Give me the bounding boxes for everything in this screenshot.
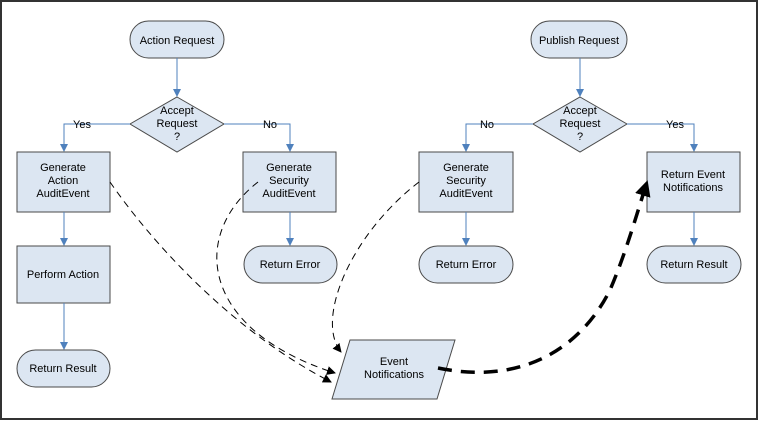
return-event-line-1: Return Event (661, 169, 725, 181)
return-error-right-label: Return Error (436, 259, 497, 271)
accept-request-decision-left: Accept Request ? (129, 96, 225, 153)
gen-sec-left-line-1: Generate (266, 162, 312, 174)
yes-label-left: Yes (73, 119, 91, 131)
generate-security-auditevent-left-node: Generate Security AuditEvent (242, 151, 337, 213)
gen-sec-right-line-2: Security (446, 175, 486, 187)
yes-label-right: Yes (666, 119, 684, 131)
decision-line-3: ? (174, 131, 180, 143)
arrow-yes-right (627, 123, 698, 152)
return-error-right-node: Return Error (418, 245, 514, 284)
decision-right-line-3: ? (577, 131, 583, 143)
return-result-left-node: Return Result (16, 349, 111, 388)
action-request-node: Action Request (129, 20, 225, 59)
publish-request-node: Publish Request (530, 20, 628, 59)
dashed-arrow-security-left-to-notifications (216, 181, 336, 375)
event-notifications-line-2: Notifications (364, 369, 424, 381)
decision-right-line-1: Accept (563, 105, 597, 117)
gen-action-line-1: Generate (40, 162, 86, 174)
return-result-left-label: Return Result (29, 363, 96, 375)
perform-action-label: Perform Action (27, 269, 99, 281)
action-request-label: Action Request (140, 35, 215, 47)
arrow-no-left (224, 123, 294, 152)
bold-dashed-arrow-notifications-to-return-event (437, 180, 651, 374)
return-error-left-label: Return Error (260, 259, 321, 271)
gen-sec-right-line-1: Generate (443, 162, 489, 174)
gen-sec-right-line-3: AuditEvent (439, 188, 492, 200)
generate-action-auditevent-node: Generate Action AuditEvent (16, 151, 111, 213)
gen-sec-left-line-3: AuditEvent (262, 188, 315, 200)
arrow-yes-left (60, 123, 130, 152)
decision-right-line-2: Request (560, 118, 601, 130)
dashed-arrow-action-audit-to-notifications (109, 181, 332, 383)
gen-action-line-3: AuditEvent (36, 188, 89, 200)
return-result-right-node: Return Result (646, 245, 742, 284)
left-flow: Action Request Accept Request ? Yes No G… (16, 20, 338, 388)
decision-line-2: Request (157, 118, 198, 130)
event-notifications-line-1: Event (380, 356, 408, 368)
event-notifications-node: Event Notifications (331, 339, 456, 400)
return-event-line-2: Notifications (663, 182, 723, 194)
right-flow: Publish Request Accept Request ? No Yes … (418, 20, 742, 284)
return-event-notifications-node: Return Event Notifications (646, 151, 741, 213)
no-label-left: No (263, 119, 277, 131)
publish-request-label: Publish Request (539, 35, 619, 47)
return-error-left-node: Return Error (243, 245, 338, 284)
arrow-no-right (462, 123, 533, 152)
gen-sec-left-line-2: Security (269, 175, 309, 187)
dashed-arrow-security-right-to-notifications (332, 181, 420, 353)
return-result-right-label: Return Result (660, 259, 727, 271)
decision-line-1: Accept (160, 105, 194, 117)
accept-request-decision-right: Accept Request ? (532, 96, 628, 153)
no-label-right: No (480, 119, 494, 131)
gen-action-line-2: Action (48, 175, 79, 187)
generate-security-auditevent-right-node: Generate Security AuditEvent (418, 151, 514, 213)
perform-action-node: Perform Action (16, 245, 111, 304)
